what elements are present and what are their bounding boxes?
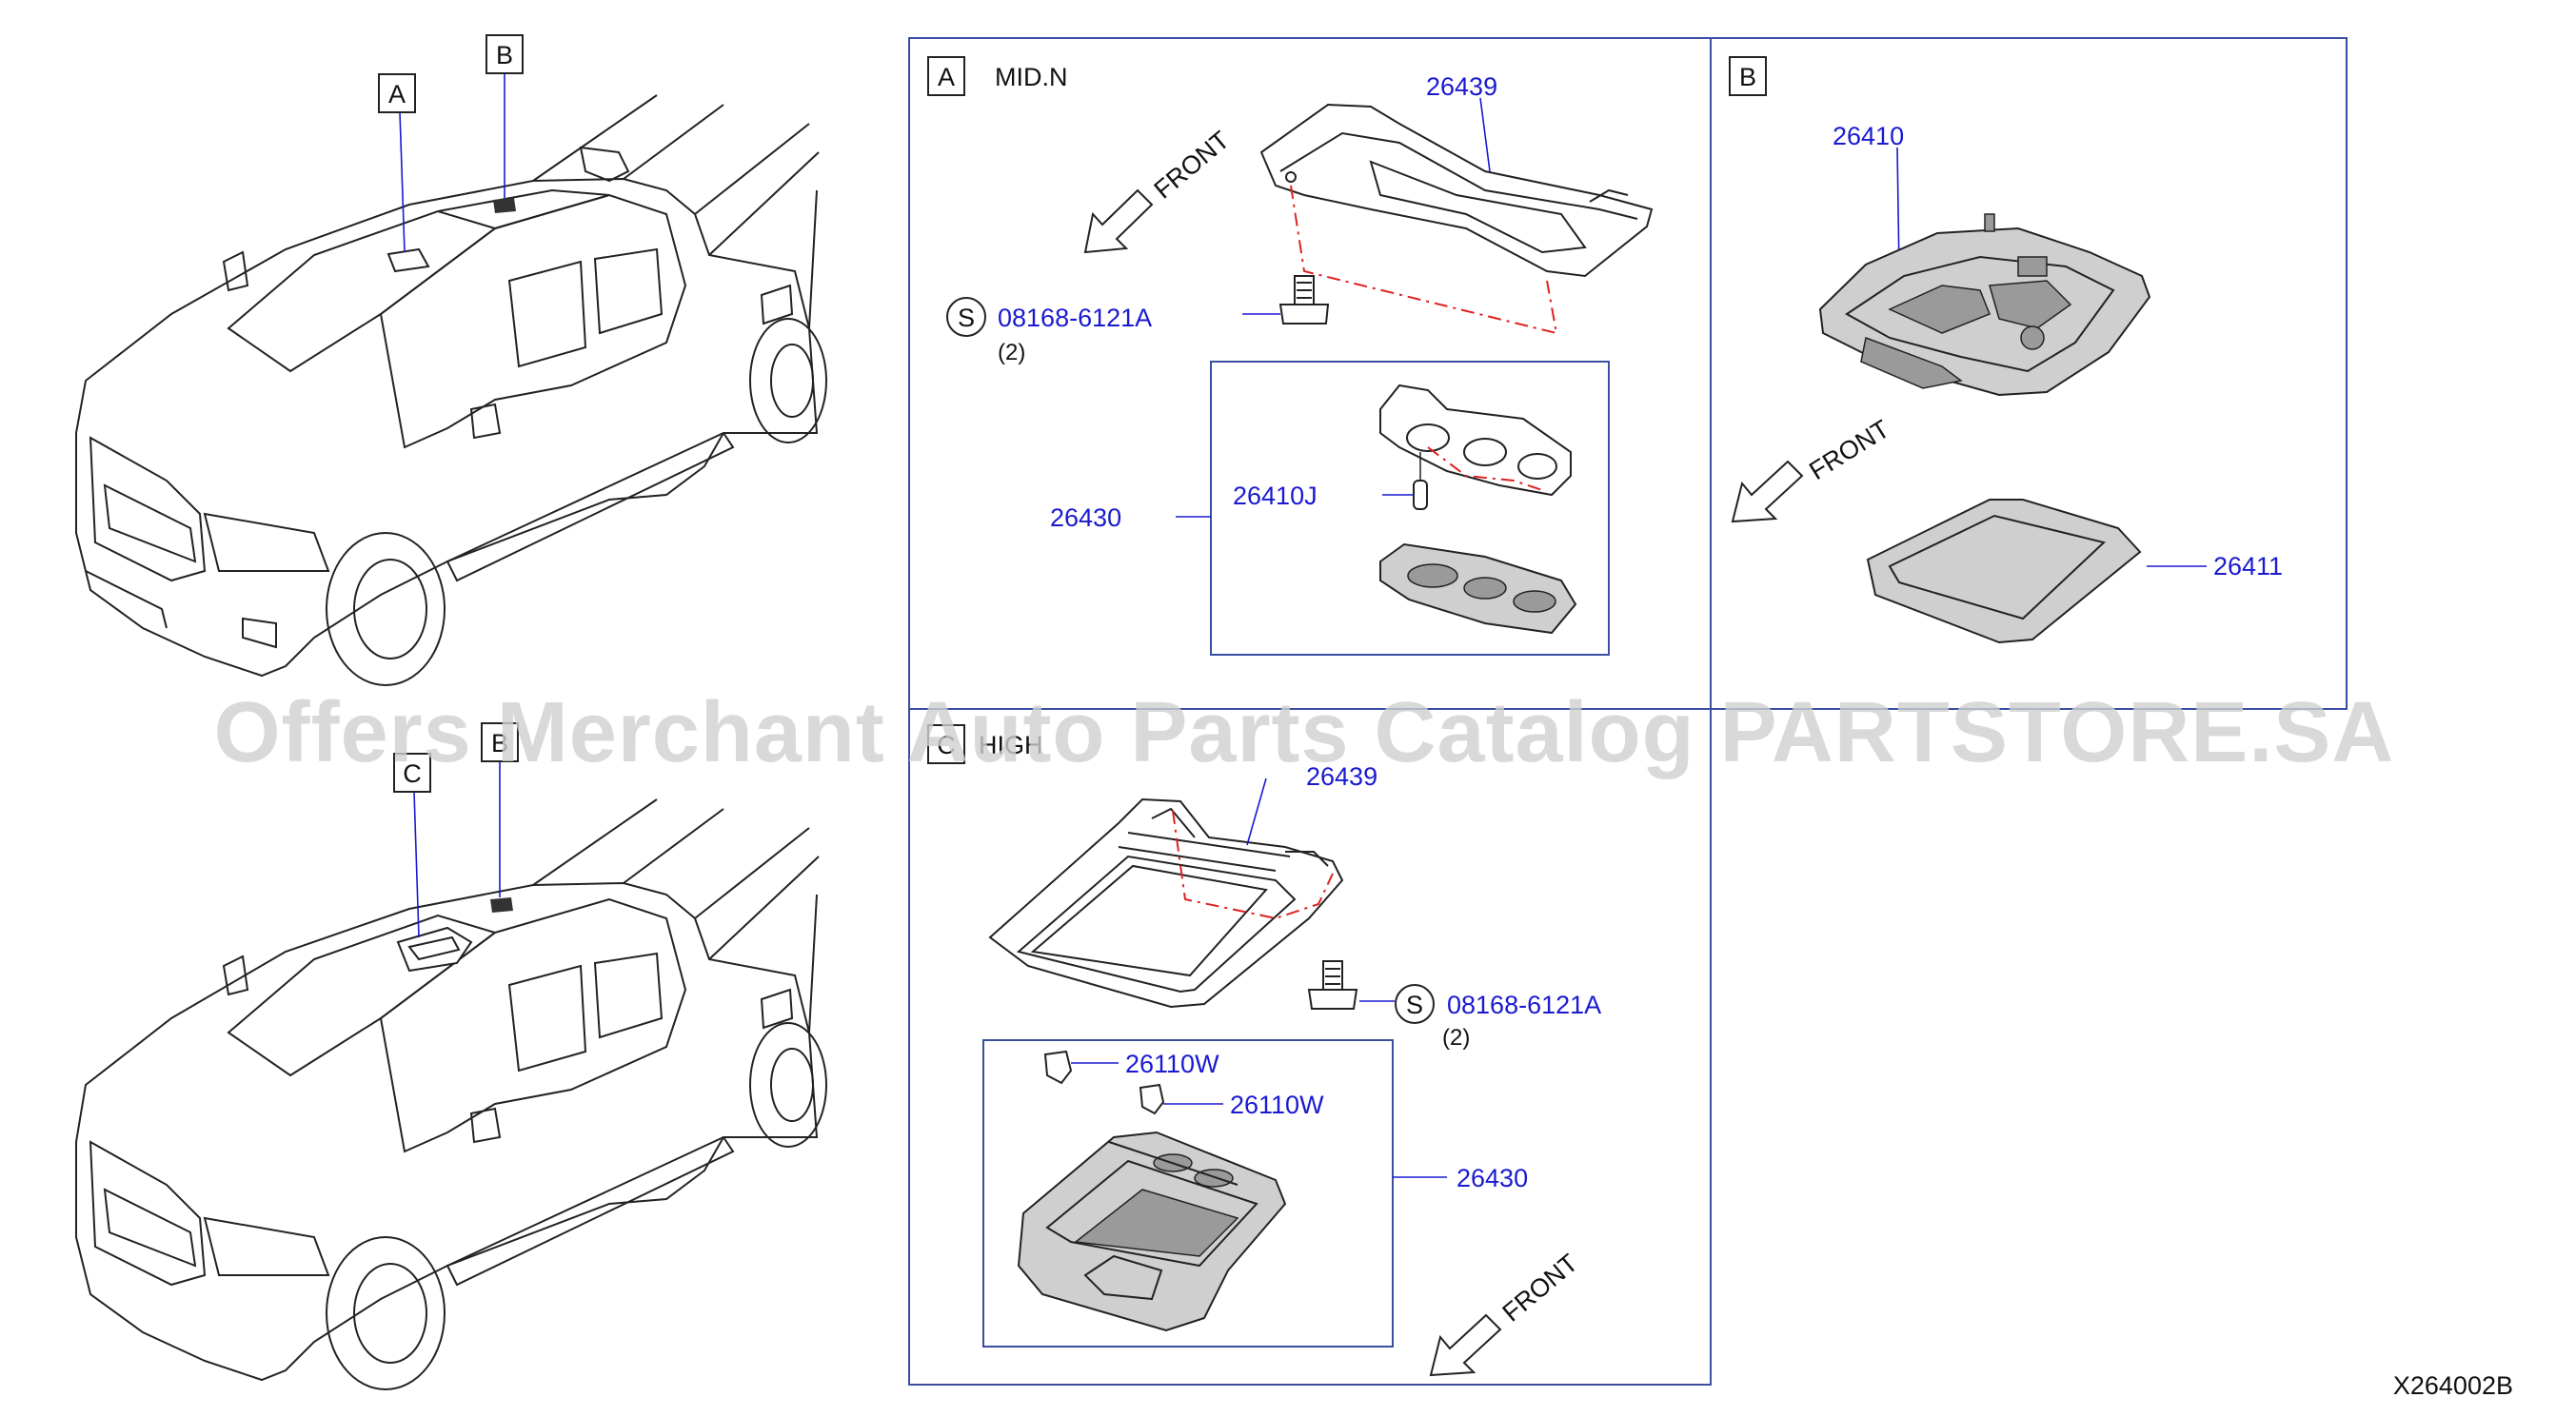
panel-c-title: HIGH xyxy=(979,731,1043,759)
bulb-icon xyxy=(1413,452,1428,510)
part-number-26110w-1: 26110W xyxy=(1125,1050,1219,1078)
lamp-assembly-26410-part xyxy=(1818,213,2151,397)
part-number-08168-6121a-c: 08168-6121A xyxy=(1447,991,1601,1019)
svg-text:B: B xyxy=(491,729,508,758)
panel-a-title: MID.N xyxy=(995,63,1068,91)
truck-illustration-bottom xyxy=(75,761,827,1390)
callout-a-top: A xyxy=(378,73,416,113)
panel-c-frame xyxy=(908,708,1712,1386)
panel-a-tag-box xyxy=(927,56,965,96)
bracket-26439-frame-part xyxy=(988,797,1344,1009)
part-number-08168-6121a-a: 08168-6121A xyxy=(998,304,1152,332)
bulb-icon-c2 xyxy=(1139,1083,1165,1115)
screw-icon xyxy=(1278,275,1330,325)
panel-a: A MID.N FRONT 26439 S 08168-6121A (2) xyxy=(927,56,1654,656)
front-arrow-icon-b xyxy=(1731,460,1804,523)
callout-c-bottom: C xyxy=(393,753,431,793)
panel-a-front-label: FRONT xyxy=(1149,126,1236,205)
svg-text:C: C xyxy=(403,759,422,788)
svg-text:B: B xyxy=(496,41,513,69)
lamp-housing-part xyxy=(1379,384,1572,497)
svg-text:A: A xyxy=(388,80,406,108)
part-number-26110w-2: 26110W xyxy=(1230,1091,1324,1119)
panel-a-tag: A xyxy=(938,63,955,91)
panel-b-front-label: FRONT xyxy=(1804,414,1894,485)
panel-c-tag-box xyxy=(927,724,965,764)
front-arrow-icon-c xyxy=(1429,1313,1502,1377)
truck-illustration-top xyxy=(75,71,827,686)
part-number-26430-c: 26430 xyxy=(1456,1164,1528,1192)
screw-symbol: S xyxy=(958,304,975,332)
assembly-box-a xyxy=(1210,361,1610,656)
panel-b-tag-box xyxy=(1729,56,1767,96)
assembly-box-c xyxy=(982,1039,1394,1348)
front-arrow-icon xyxy=(1083,188,1154,254)
panel-c-tag: C xyxy=(937,731,956,759)
screw-quantity-c: (2) xyxy=(1442,1025,1470,1051)
part-number-26410j: 26410J xyxy=(1233,482,1318,510)
panel-c: C HIGH 26439 S 08168-6121A (2) 26430 xyxy=(927,724,1601,1377)
screw-symbol-circle-c xyxy=(1395,984,1435,1024)
bracket-26439-part xyxy=(1259,103,1654,278)
screw-quantity-a: (2) xyxy=(998,340,1025,365)
screw-icon-c xyxy=(1307,960,1358,1010)
panel-b-frame xyxy=(1710,37,2348,710)
part-number-26439-c: 26439 xyxy=(1306,762,1377,791)
panel-c-front-label: FRONT xyxy=(1497,1249,1584,1328)
bulb-icon-c1 xyxy=(1043,1050,1073,1085)
lamp-housing-c-part xyxy=(1017,1131,1287,1332)
part-number-26439-a: 26439 xyxy=(1426,72,1497,101)
lens-part-a xyxy=(1379,542,1577,635)
part-number-26430-a: 26430 xyxy=(1050,503,1121,532)
callout-b-bottom: B xyxy=(481,722,519,762)
panel-b: B 26410 FRONT 26411 xyxy=(1729,56,2283,644)
watermark-text: Offers Merchant Auto Parts Catalog PARTS… xyxy=(214,685,2395,780)
screw-symbol-circle xyxy=(946,297,986,337)
part-number-26410: 26410 xyxy=(1833,122,1904,150)
callout-b-top: B xyxy=(485,34,524,74)
panel-b-tag: B xyxy=(1739,63,1756,91)
lens-26411-part xyxy=(1866,499,2142,644)
screw-symbol-c: S xyxy=(1406,991,1423,1019)
diagram-code: X264002B xyxy=(2393,1371,2513,1400)
part-number-26411: 26411 xyxy=(2213,552,2283,581)
